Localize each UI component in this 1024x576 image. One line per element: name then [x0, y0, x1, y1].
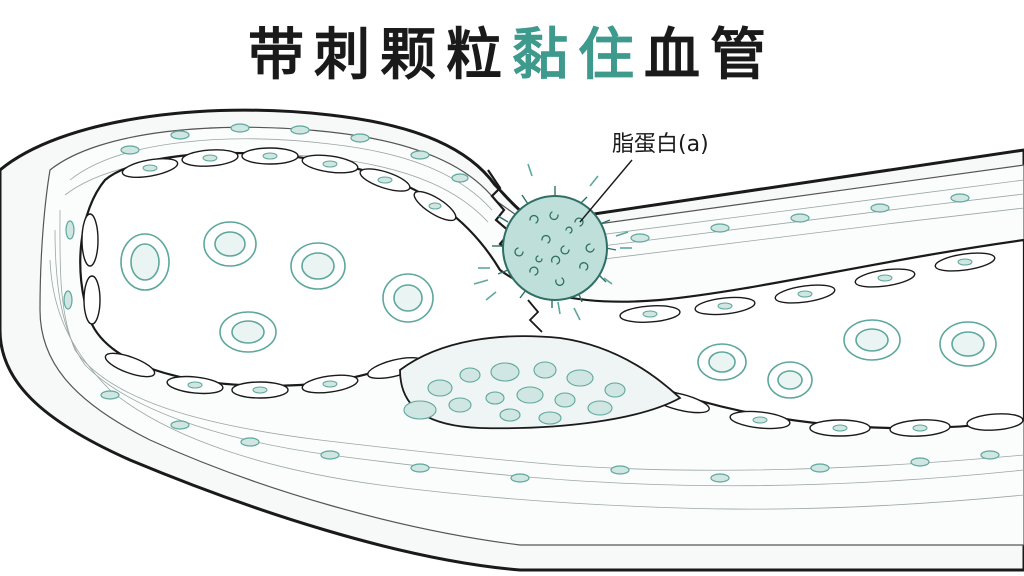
wall-crack-lower: [527, 299, 543, 333]
red-blood-cell: [939, 321, 997, 367]
red-blood-cell: [382, 273, 434, 323]
lipoprotein-a-particle: [473, 163, 632, 321]
red-blood-cell: [120, 233, 170, 291]
red-blood-cell: [203, 221, 257, 267]
red-blood-cells: [120, 221, 997, 399]
red-blood-cell: [219, 311, 277, 353]
wall-nuclei: [63, 123, 1000, 483]
diagram-title: 带刺颗粒黏住血管: [0, 10, 1024, 91]
red-blood-cell: [290, 242, 346, 290]
title-part-3: 血管: [644, 23, 776, 88]
red-blood-cell: [843, 319, 901, 361]
plaque: [399, 335, 682, 430]
title-part-2-highlight: 黏住: [512, 23, 644, 88]
wall-crack: [487, 169, 515, 257]
red-blood-cell: [697, 343, 747, 381]
wall-fibers: [49, 138, 1024, 510]
callout-leader-line: [579, 159, 633, 223]
particle-label: 脂蛋白(a): [612, 132, 709, 157]
title-part-1: 带刺颗粒: [248, 23, 512, 88]
red-blood-cell: [767, 361, 813, 399]
endothelial-nuclei: [142, 152, 973, 432]
impact-lines: [473, 163, 632, 321]
